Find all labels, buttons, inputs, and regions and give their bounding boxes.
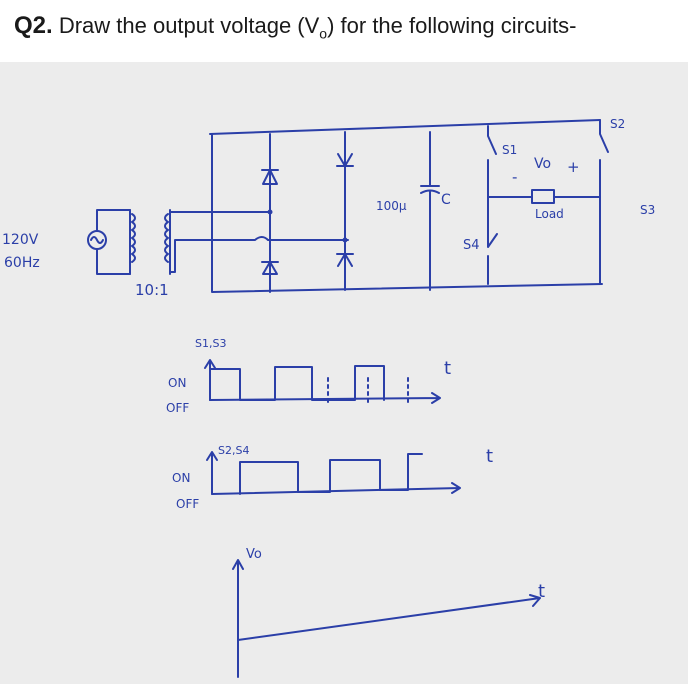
switch-s4-label: S4 <box>463 238 480 253</box>
s2-s4-on-label: ON <box>172 471 190 485</box>
switch-s1-label: S1 <box>502 143 517 157</box>
capacitor-label: C <box>441 192 451 208</box>
source-frequency-label: 60Hz <box>4 255 40 271</box>
circuit-drawing: 120V 60Hz 10:1 100µ <box>2 117 655 678</box>
handwritten-circuit-photo: 120V 60Hz 10:1 100µ <box>0 62 688 684</box>
question-text: Draw the output voltage (V <box>58 13 320 38</box>
turns-ratio-label: 10:1 <box>135 281 169 299</box>
ac-source <box>87 209 131 275</box>
question-subscript: o <box>319 25 328 42</box>
s1-s3-time-label: t <box>444 358 451 379</box>
vo-plus: + <box>567 158 580 176</box>
s2-s4-label: S2,S4 <box>218 444 249 457</box>
rectifier-bridge <box>261 131 354 293</box>
inverter-switches <box>487 119 609 285</box>
vo-time-label: t <box>538 581 545 602</box>
s2-s4-time-label: t <box>486 446 493 467</box>
dc-link-capacitor <box>420 131 440 291</box>
vo-minus: - <box>512 168 517 186</box>
question-text-end: ) for the following circuits- <box>327 13 577 38</box>
vo-output-axes <box>232 559 541 678</box>
switch-s3-label: S3 <box>640 203 655 217</box>
s2-s4-off-label: OFF <box>176 497 199 511</box>
s1-s3-label: S1,S3 <box>195 337 226 350</box>
timing-s1-s3 <box>204 359 441 404</box>
vo-axis-label: Vo <box>246 547 262 562</box>
question-number: Q2. <box>14 12 53 39</box>
s1-s3-off-label: OFF <box>166 401 189 415</box>
vo-label: Vo <box>534 156 551 172</box>
question-title: Q2. Draw the output voltage (Vo) for the… <box>14 12 577 41</box>
transformer <box>129 209 171 275</box>
switch-s2-label: S2 <box>610 117 625 131</box>
capacitor-value: 100µ <box>376 199 407 213</box>
source-voltage-label: 120V <box>2 232 39 248</box>
timing-s2-s4 <box>206 451 461 495</box>
load-label: Load <box>535 207 564 221</box>
s1-s3-on-label: ON <box>168 376 186 390</box>
